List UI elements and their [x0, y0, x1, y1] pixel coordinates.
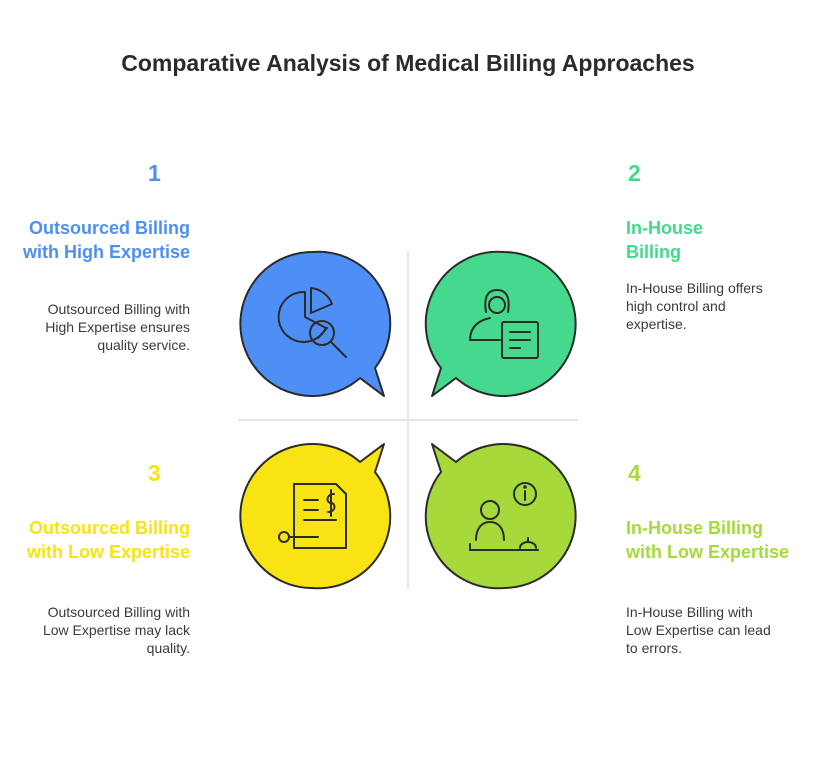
quadrant-4-number: 4 [628, 460, 641, 486]
quadrant-2-description: In-House Billing offers high control and… [626, 280, 763, 332]
quadrant-1-number: 1 [148, 160, 161, 186]
bubble-1 [239, 250, 392, 397]
quadrant-3-heading: Outsourced Billing with Low Expertise [26, 518, 190, 562]
pie-chart-magnifier-icon [277, 287, 347, 358]
quadrant-3-number: 3 [148, 460, 161, 486]
bubble-3 [239, 443, 392, 590]
receptionist-info-icon [469, 482, 539, 551]
quadrant-4-heading: In-House Billing with Low Expertise [626, 518, 790, 562]
quadrant-2-number: 2 [628, 160, 641, 186]
bubble-4 [424, 443, 577, 590]
quadrant-2-heading: In-House Billing [626, 218, 704, 262]
quadrant-1-description: Outsourced Billing with High Expertise e… [45, 301, 190, 353]
staff-document-icon [469, 289, 539, 359]
diagram-title: Comparative Analysis of Medical Billing … [121, 50, 695, 76]
quadrant-1-heading: Outsourced Billing with High Expertise [22, 218, 190, 262]
quadrant-3-description: Outsourced Billing with Low Expertise ma… [42, 604, 190, 656]
quadrant-4-description: In-House Billing with Low Expertise can … [626, 604, 771, 656]
bubble-2 [424, 250, 577, 397]
invoice-dollar-icon [278, 483, 347, 549]
